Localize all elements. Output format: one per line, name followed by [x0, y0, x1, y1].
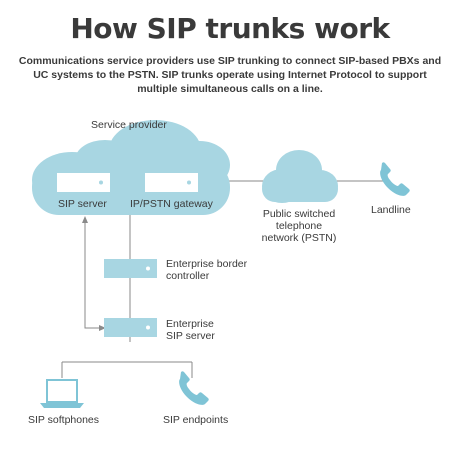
laptop-icon — [40, 379, 84, 408]
pstn-label: Public switched telephone network (PSTN) — [261, 208, 337, 244]
border-controller-label: Enterprise border controller — [166, 258, 248, 282]
arrow-up-icon — [82, 216, 88, 223]
pstn-cloud — [262, 150, 338, 203]
page-title: How SIP trunks work — [70, 12, 390, 45]
gateway-server-icon — [145, 173, 198, 192]
sip-server-icon — [57, 173, 110, 192]
landline-phone-icon — [380, 162, 410, 196]
page-subtitle: Communications service providers use SIP… — [18, 55, 442, 95]
endpoint-phone-icon — [179, 371, 209, 405]
enterprise-sip-server-label: Enterprise SIP server — [166, 318, 215, 342]
endpoints-label: SIP endpoints — [163, 414, 229, 426]
landline-label: Landline — [371, 204, 411, 216]
gateway-label: IP/PSTN gateway — [130, 198, 213, 210]
service-provider-label: Service provider — [91, 119, 167, 131]
enterprise-sip-server-icon — [104, 318, 157, 337]
arrow-right-icon — [99, 325, 106, 331]
border-controller-icon — [104, 259, 157, 278]
sip-signaling-arrow-line — [84, 220, 104, 329]
sip-server-label: SIP server — [58, 198, 107, 210]
softphones-label: SIP softphones — [28, 414, 100, 426]
